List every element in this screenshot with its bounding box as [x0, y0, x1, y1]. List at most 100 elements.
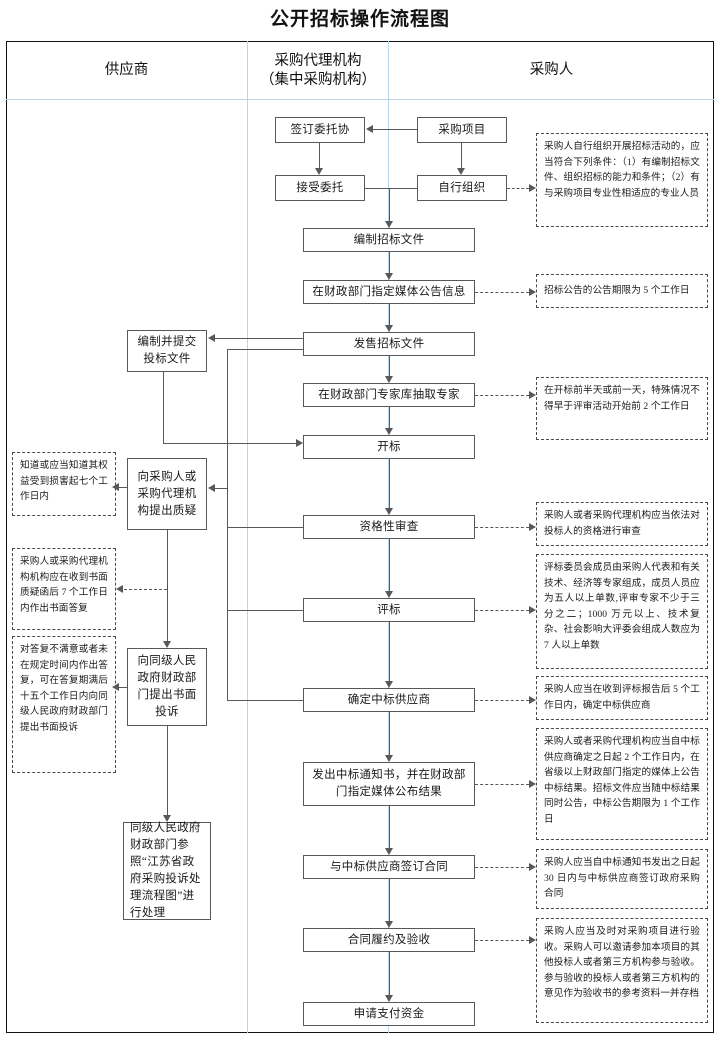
edge-announce-to-sell — [389, 304, 391, 325]
arrowhead-sell-to-submit — [208, 334, 215, 342]
edge-question-to-replynote — [124, 589, 167, 590]
note-reply-time: 采购人或采购代理机构机构应在收到书面质疑函后 7 个工作日内作出书面答复 — [12, 548, 116, 630]
note-acceptance: 采购人应当及时对采购项目进行验收。采购人可以邀请参加本项目的其他投标人或者第三方… — [536, 918, 708, 1023]
note-self-organize: 采购人自行组织开展招标活动的，应当符合下列条件：（1）有编制招标文件、组织招标的… — [536, 133, 708, 227]
edge-evaluation-to-note — [475, 610, 529, 611]
edge-sign-to-accept — [319, 143, 321, 168]
edge-contract-to-acceptance — [389, 879, 391, 921]
node-sell-docs[interactable]: 发售招标文件 — [303, 332, 475, 356]
arrowhead-contract-to-acceptance — [385, 921, 393, 928]
edge-sell-to-trunk — [227, 349, 303, 351]
edge-experts-to-opening — [389, 407, 391, 428]
arrowhead-merge-to-prepare — [385, 221, 393, 228]
node-accept-entrust[interactable]: 接受委托 — [275, 175, 365, 201]
node-self-organize[interactable]: 自行组织 — [417, 175, 507, 201]
header-divider — [6, 99, 714, 101]
note-announce: 招标公告的公告期限为 5 个工作日 — [536, 274, 708, 308]
node-qualification-review[interactable]: 资格性审查 — [303, 515, 475, 539]
node-determine-winner[interactable]: 确定中标供应商 — [303, 688, 475, 712]
edge-accept-to-merge — [365, 188, 417, 190]
lane-label-purchaser: 采购人 — [529, 62, 574, 78]
edge-contract-to-note — [475, 867, 529, 868]
edge-sell-to-submit — [215, 338, 303, 340]
edge-acceptance-to-payment — [389, 952, 391, 995]
lane-sublabel-agency: （集中采购机构） — [260, 72, 376, 88]
arrowhead-trunk-to-question — [208, 484, 215, 492]
arrowhead-winner-to-note — [529, 696, 536, 704]
edge-trunk-to-question — [215, 488, 228, 490]
node-sign-contract[interactable]: 与中标供应商签订合同 — [303, 855, 475, 879]
lane-label-supplier: 供应商 — [104, 62, 149, 78]
note-winner: 采购人应当在收到评标报告后 5 个工作日内，确定中标供应商 — [536, 676, 708, 720]
arrowhead-acceptance-to-payment — [385, 995, 393, 1002]
edge-qualification-to-trunk — [227, 527, 303, 529]
edge-opening-to-qualification — [389, 459, 391, 508]
arrowhead-complaint-to-timenote — [112, 683, 119, 691]
edge-prepare-to-announce — [389, 252, 391, 273]
arrowhead-self-to-note — [529, 184, 536, 192]
node-bid-evaluation[interactable]: 评标 — [303, 598, 475, 622]
note-question-time: 知道或应当知道其权益受到损害起七个工作日内 — [12, 452, 116, 516]
edge-project-to-self — [461, 143, 463, 168]
edge-winner-to-notice — [389, 712, 391, 755]
arrowhead-sell-to-experts — [385, 376, 393, 383]
node-contract-acceptance[interactable]: 合同履约及验收 — [303, 928, 475, 952]
node-purchase-project[interactable]: 采购项目 — [417, 117, 507, 143]
node-announce-media[interactable]: 在财政部门指定媒体公告信息 — [303, 280, 475, 304]
edge-project-to-sign — [373, 129, 417, 131]
edge-winner-to-trunk — [227, 700, 303, 702]
arrowhead-announce-to-sell — [385, 325, 393, 332]
edge-qualification-to-note — [475, 527, 529, 528]
lane-header-agency: 采购代理机构 （集中采购机构） — [248, 52, 388, 90]
node-prepare-docs[interactable]: 编制招标文件 — [303, 228, 475, 252]
edge-evaluation-to-trunk — [227, 610, 303, 612]
arrowhead-sign-to-accept — [315, 168, 323, 175]
arrowhead-complaint-to-handling — [163, 815, 171, 822]
edge-question-trunk — [227, 349, 229, 701]
edge-experts-to-note — [475, 395, 529, 396]
edge-question-down — [167, 530, 169, 641]
edge-sell-to-experts — [389, 356, 391, 376]
node-apply-payment[interactable]: 申请支付资金 — [303, 1002, 475, 1026]
arrowhead-question-to-timenote — [112, 483, 119, 491]
note-complaint-time: 对答复不满意或者未在规定时间内作出答复，可在答复期满后十五个工作日内向同级人民政… — [12, 636, 116, 773]
edge-question-left-stub — [119, 487, 127, 489]
note-evaluation: 评标委员会成员由采购人代表和有关技术、经济等专家组成，成员人员应为五人以上单数,… — [536, 554, 708, 669]
note-experts: 在开标前半天或前一天，特殊情况不得早于评审活动开始前 2 个工作日 — [536, 377, 708, 440]
arrowhead-announce-to-note — [529, 288, 536, 296]
edge-acceptance-to-note — [475, 940, 529, 941]
arrowhead-notice-to-note — [529, 780, 536, 788]
arrowhead-project-to-sign — [366, 125, 373, 133]
node-raise-question[interactable]: 向采购人或采购代理机构提出质疑 — [127, 458, 207, 530]
page-title: 公开招标操作流程图 — [269, 9, 450, 30]
arrowhead-experts-to-note — [529, 391, 536, 399]
arrowhead-evaluation-to-winner — [385, 681, 393, 688]
arrowhead-contract-to-note — [529, 863, 536, 871]
edge-announce-to-note — [475, 292, 529, 293]
node-written-complaint[interactable]: 向同级人民政府财政部门提出书面投诉 — [127, 648, 207, 726]
node-sign-entrust[interactable]: 签订委托协 — [275, 117, 365, 143]
edge-complaint-left-stub — [119, 687, 127, 689]
node-prepare-submit-bid[interactable]: 编制并提交投标文件 — [127, 330, 207, 372]
arrowhead-qualification-to-evaluation — [385, 591, 393, 598]
arrowhead-question-to-complaint — [163, 641, 171, 648]
diagram-frame — [6, 41, 714, 1033]
node-bid-opening[interactable]: 开标 — [303, 435, 475, 459]
edge-notice-to-note — [475, 784, 529, 785]
edge-notice-to-contract — [389, 806, 391, 848]
arrowhead-qualification-to-note — [529, 523, 536, 531]
lane-header-supplier: 供应商 — [6, 61, 247, 80]
note-qualification: 采购人或者采购代理机构应当依法对投标人的资格进行审查 — [536, 502, 708, 546]
edge-qualification-to-evaluation — [389, 539, 391, 591]
arrowhead-acceptance-to-note — [529, 936, 536, 944]
edge-merge-down — [389, 188, 391, 221]
edge-evaluation-to-winner — [389, 622, 391, 681]
node-draw-experts[interactable]: 在财政部门专家库抽取专家 — [303, 383, 475, 407]
arrowhead-opening-to-qualification — [385, 508, 393, 515]
node-issue-notice[interactable]: 发出中标通知书，并在财政部门指定媒体公布结果 — [303, 762, 475, 806]
arrowhead-evaluation-to-note — [529, 606, 536, 614]
node-complaint-handling[interactable]: 同级人民政府财政部门参照“江苏省政府采购投诉处理流程图”进行处理 — [123, 822, 211, 920]
note-notice: 采购人或者采购代理机构应当自中标供应商确定之日起 2 个工作日内，在省级以上财政… — [536, 728, 708, 840]
edge-self-to-note — [507, 188, 529, 189]
